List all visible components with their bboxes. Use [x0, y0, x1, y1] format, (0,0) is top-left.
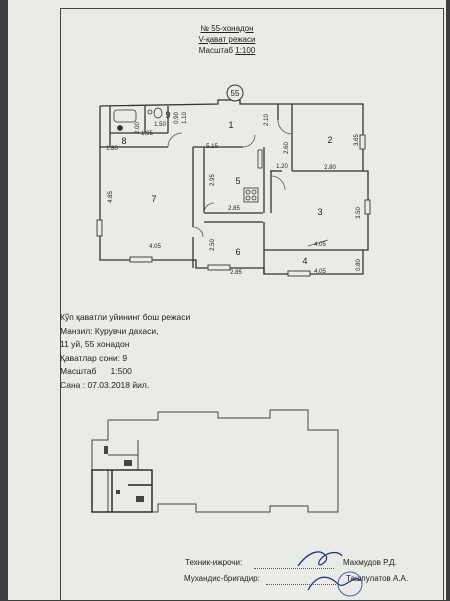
- general-plan-scale: Масштаб 1:500: [60, 366, 132, 376]
- issue-date: Сана : 07.03.2018 йил.: [60, 380, 150, 390]
- document-frame: [60, 8, 444, 601]
- engineer-name: Ташпулатов А.А.: [346, 574, 409, 583]
- plan-scale: Масштаб 1:100: [198, 46, 256, 55]
- engineer-signature-line: [266, 584, 336, 585]
- floor-count: Қаватлар сони: 9: [60, 353, 128, 363]
- address: Манзил: Курувчи дахаси,: [60, 326, 159, 336]
- floor-plan-title: V-қават режаси: [198, 35, 256, 44]
- apartment-number: № 55-хонадон: [200, 24, 254, 33]
- technician-signature-line: [254, 568, 334, 569]
- document-page: № 55-хонадон V-қават режаси Масштаб 1:10…: [8, 0, 446, 601]
- technician-role: Техник-ижрочи:: [185, 558, 243, 567]
- technician-name: Махмудов Р.Д.: [343, 558, 397, 567]
- engineer-role: Мухандис-бригадир:: [184, 574, 260, 583]
- general-plan-title: Кўп қаватли уйининг бош режаси: [60, 312, 191, 322]
- building-apartment: 11 уй, 55 хонадон: [60, 339, 130, 349]
